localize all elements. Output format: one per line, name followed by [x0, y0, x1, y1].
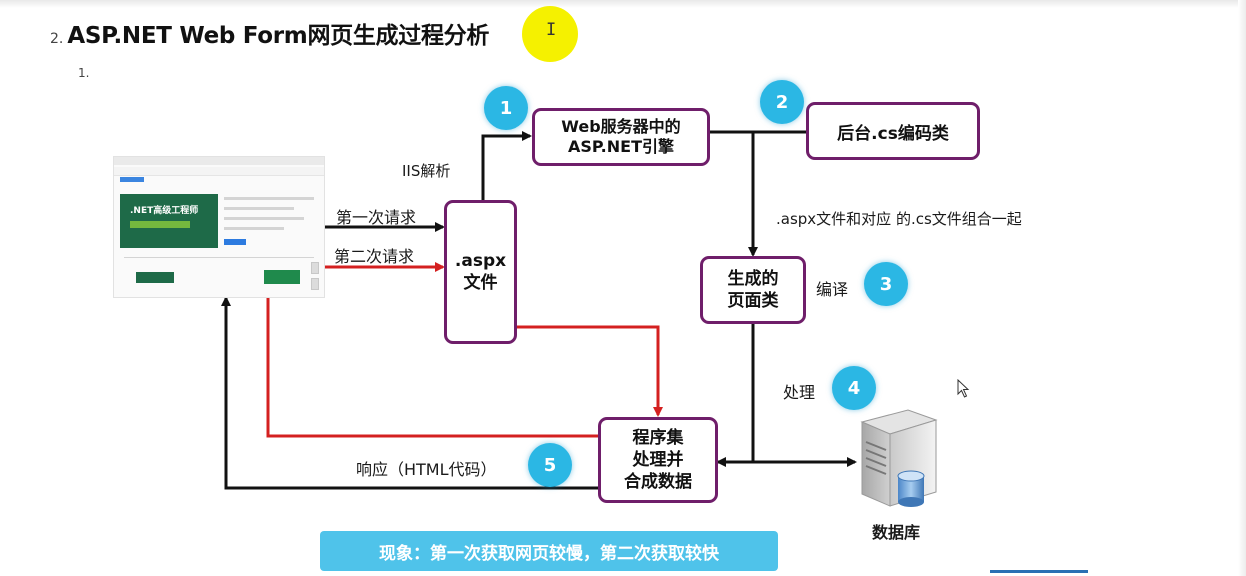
- arrow-red-return: [263, 286, 600, 438]
- thumbnail-text-line: [224, 197, 314, 200]
- thumbnail-scroll-control: [311, 262, 319, 274]
- engine-line-1: Web服务器中的: [561, 117, 681, 136]
- thumbnail-titlebar: [114, 157, 324, 165]
- step-badge-1: 1: [484, 86, 528, 130]
- aspx-line-2: 文件: [463, 273, 498, 293]
- text-cursor-icon: I: [546, 20, 557, 40]
- thumbnail-logo: [120, 177, 144, 182]
- arrow-iis: [481, 131, 532, 202]
- assembly-line-2: 处理并: [632, 450, 684, 470]
- thumbnail-button: [136, 272, 174, 283]
- page-class-line-2: 页面类: [727, 291, 779, 311]
- codebehind-label: 后台.cs编码类: [837, 123, 949, 144]
- browser-screenshot-thumbnail: .NET高级工程师: [113, 156, 325, 298]
- cursor-highlight: [522, 6, 578, 62]
- step-badge-2: 2: [760, 80, 804, 124]
- label-first-request: 第一次请求: [336, 208, 417, 227]
- section-heading: 2. ASP.NET Web Form网页生成过程分析: [50, 16, 489, 50]
- label-iis: IIS解析: [402, 162, 451, 180]
- box-codebehind-class: 后台.cs编码类: [806, 102, 980, 160]
- label-second-request: 第二次请求: [334, 247, 415, 266]
- window-right-edge: [1238, 0, 1246, 576]
- label-process: 处理: [783, 383, 816, 402]
- thumbnail-ad-text: .NET高级工程师: [130, 206, 199, 216]
- page-class-line-1: 生成的: [727, 269, 779, 289]
- assembly-line-1: 程序集: [632, 428, 684, 448]
- thumbnail-ad-strip: [130, 221, 190, 228]
- box-assembly: 程序集 处理并 合成数据: [598, 417, 718, 503]
- database-server-icon: [860, 409, 938, 507]
- step-badge-5: 5: [528, 443, 572, 487]
- box-aspnet-engine: Web服务器中的 ASP.NET引擎: [532, 108, 710, 166]
- list-number: 1.: [78, 66, 90, 80]
- thumbnail-green-button: [264, 270, 300, 284]
- thumbnail-text-line: [224, 207, 294, 210]
- label-compile: 编译: [816, 280, 849, 299]
- observation-text: 现象：第一次获取网页较慢，第二次获取较快: [379, 543, 719, 564]
- thumbnail-addressbar: [114, 167, 324, 176]
- observation-banner: 现象：第一次获取网页较慢，第二次获取较快: [320, 531, 778, 571]
- mouse-pointer-icon: [957, 379, 970, 398]
- thumbnail-text-line: [224, 217, 304, 220]
- assembly-line-3: 合成数据: [624, 472, 692, 492]
- aspx-line-1: .aspx: [454, 251, 507, 271]
- bottom-accent-line: [990, 570, 1088, 573]
- step-badge-3: 3: [864, 262, 908, 306]
- heading-number: 2.: [50, 31, 64, 47]
- label-database: 数据库: [872, 523, 921, 542]
- label-response: 响应（HTML代码）: [356, 460, 497, 479]
- arrow-response: [221, 296, 600, 490]
- heading-title: ASP.NET Web Form网页生成过程分析: [67, 23, 490, 49]
- window-top-bar: [0, 0, 1246, 8]
- arrow-aspx-to-assembly: [515, 325, 663, 417]
- engine-line-2: ASP.NET引擎: [567, 137, 674, 156]
- thumbnail-divider: [124, 257, 314, 258]
- thumbnail-blue-button: [224, 239, 246, 245]
- thumbnail-scroll-control: [311, 278, 319, 290]
- thumbnail-text-line: [224, 227, 284, 230]
- step-badge-4: 4: [832, 366, 876, 410]
- box-aspx-file: .aspx 文件: [444, 200, 517, 344]
- label-combine: .aspx文件和对应 的.cs文件组合一起: [776, 210, 1022, 228]
- box-generated-page-class: 生成的 页面类: [700, 256, 806, 324]
